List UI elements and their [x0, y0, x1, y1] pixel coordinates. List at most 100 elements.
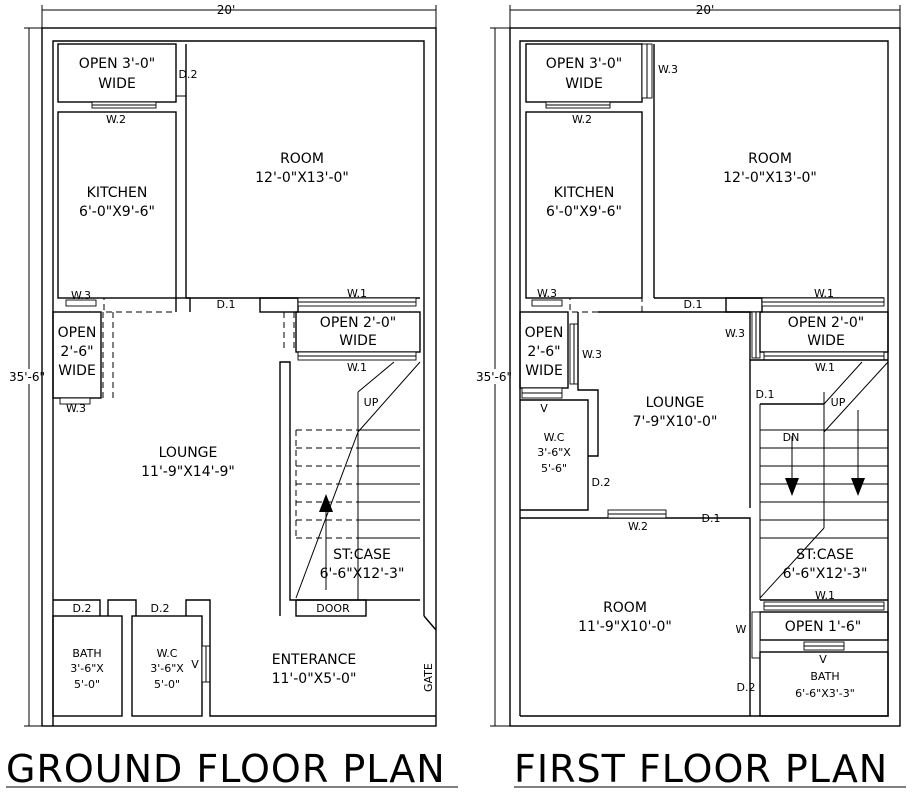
first-open-top-size: WIDE — [565, 76, 603, 92]
first-outer-wall — [509, 27, 901, 727]
first-staircase — [750, 359, 889, 601]
first-tag-d1-stair: D.1 — [756, 388, 775, 401]
first-wc-width: 3'-6"X — [537, 446, 571, 459]
ground-wc-width: 3'-6"X — [150, 662, 184, 675]
first-open-small-label: OPEN 1'-6" — [785, 619, 861, 635]
ground-tag-w1-lower: W.1 — [347, 361, 367, 374]
ground-open-left-label: OPEN — [58, 325, 97, 341]
ground-open-left-width: 2'-6" — [60, 344, 93, 360]
first-open-left-width: 2'-6" — [527, 344, 560, 360]
first-wc-depth: 5'-6" — [541, 462, 567, 475]
ground-staircase — [279, 361, 421, 616]
first-window-w3-left — [531, 299, 563, 307]
ground-open-mid-label: OPEN 2'-0" — [320, 315, 396, 331]
first-tag-d1-room: D.1 — [702, 512, 721, 525]
ground-tag-door: DOOR — [316, 602, 350, 615]
first-kitchen-label: KITCHEN — [554, 185, 615, 201]
first-bath — [759, 651, 889, 717]
first-open-mid-size: WIDE — [807, 333, 845, 349]
ground-open-left-wide: WIDE — [58, 363, 96, 379]
first-tag-w2-kitchen: W.2 — [572, 113, 592, 126]
first-open-top — [525, 43, 643, 103]
ground-bath-width: 3'-6"X — [70, 662, 104, 675]
first-tag-up: UP — [831, 396, 846, 409]
first-tag-d2-wc: D.2 — [592, 476, 611, 489]
first-floor-plan: 20' 35'-6" OPEN 3'-0" WIDE W.3 W.2 KITCH… — [472, 3, 906, 791]
ground-tag-w2: W.2 — [106, 113, 126, 126]
first-stcase-size: 6'-6"X12'-3" — [783, 566, 868, 582]
first-width-dimension: 20' — [696, 3, 715, 17]
ground-dashed-opening — [103, 297, 177, 313]
first-lounge — [598, 311, 751, 508]
ground-room-size: 12'-0"X13'-0" — [255, 170, 349, 186]
first-tag-w1-stair: W.1 — [815, 361, 835, 374]
ground-tag-d1: D.1 — [217, 298, 236, 311]
first-tag-w3-open: W.3 — [582, 348, 602, 361]
first-tag-w2-room: W.2 — [628, 520, 648, 533]
ground-tag-d2-wc: D.2 — [151, 602, 170, 615]
ground-open-top-size: WIDE — [98, 76, 136, 92]
ground-kitchen-size: 6'-0"X9'-6" — [79, 204, 155, 220]
ground-stcase-label: ST:CASE — [333, 547, 391, 563]
first-tag-d1-top: D.1 — [684, 298, 703, 311]
ground-depth-dimension: 35'-6" — [9, 370, 45, 384]
ground-bath-depth: 5'-0" — [74, 678, 100, 691]
ground-entrance — [209, 616, 436, 717]
first-kitchen-size: 6'-0"X9'-6" — [546, 204, 622, 220]
first-depth-dimension: 35'-6" — [476, 370, 512, 384]
first-open-left-wide: WIDE — [525, 363, 563, 379]
first-room-top-label: ROOM — [748, 151, 792, 167]
ground-tag-up: UP — [364, 396, 379, 409]
first-wc — [520, 399, 589, 511]
ground-lounge-size: 11'-9"X14'-9" — [141, 464, 235, 480]
ground-floor-title: GROUND FLOOR PLAN — [6, 747, 446, 791]
ground-tag-gate: GATE — [422, 663, 435, 692]
first-floor-title: FIRST FLOOR PLAN — [514, 747, 888, 791]
first-tag-w3-lounge: W.3 — [725, 327, 745, 340]
ground-window-w3-upper — [65, 299, 97, 307]
first-tag-v-wc: V — [540, 402, 548, 415]
first-room-bottom-label: ROOM — [603, 600, 647, 616]
first-tag-w3-top: W.3 — [658, 63, 678, 76]
first-tag-w3-left: W.3 — [537, 287, 557, 300]
first-room-top-size: 12'-0"X13'-0" — [723, 170, 817, 186]
ground-width-dimension: 20' — [217, 3, 236, 17]
ground-floor-plan: 20' 35'-6" OPEN 3'-0" WIDE D.2 W.2 KITCH… — [6, 3, 458, 791]
first-bath-label: BATH — [810, 670, 839, 683]
first-window-w-side — [751, 611, 761, 659]
first-room-bottom — [520, 517, 751, 716]
ground-entrance-label: ENTERANCE — [272, 652, 357, 668]
first-open-mid-label: OPEN 2'-0" — [788, 315, 864, 331]
first-wc-label: W.C — [544, 431, 565, 444]
first-tag-d2-bath: D.2 — [737, 681, 756, 694]
first-stcase-label: ST:CASE — [796, 547, 854, 563]
ground-outer-wall — [41, 27, 437, 727]
first-tag-w1-top: W.1 — [814, 287, 834, 300]
ground-tag-w1-upper: W.1 — [347, 287, 367, 300]
first-tag-v-bath: V — [819, 653, 827, 666]
ground-tag-v: V — [191, 658, 199, 671]
ground-entrance-size: 11'-0"X5'-0" — [272, 671, 357, 687]
ground-kitchen-label: KITCHEN — [87, 185, 148, 201]
first-bath-size: 6'-6"X3'-3" — [795, 687, 855, 700]
ground-door — [295, 599, 367, 617]
ground-wc-depth: 5'-0" — [154, 678, 180, 691]
first-tag-dn: DN — [783, 431, 800, 444]
first-tag-w-side: W — [736, 623, 747, 636]
first-tag-w1-open: W.1 — [815, 589, 835, 602]
ground-lounge-label: LOUNGE — [159, 445, 218, 461]
ground-bath — [52, 615, 123, 717]
first-door-d1-top — [725, 297, 763, 313]
ground-tag-d2-bath: D.2 — [73, 602, 92, 615]
ground-stcase-size: 6'-6"X12'-3" — [320, 566, 405, 582]
ground-tag-w3-lower: W.3 — [66, 402, 86, 415]
ground-door-d1 — [259, 297, 299, 313]
ground-tag-d2-top: D.2 — [179, 68, 198, 81]
ground-open-mid-size: WIDE — [339, 333, 377, 349]
ground-open-top — [57, 43, 177, 103]
ground-window-w3-lower — [59, 397, 91, 405]
ground-room-label: ROOM — [280, 151, 324, 167]
first-open-top-label: OPEN 3'-0" — [546, 56, 622, 72]
first-lounge-size: 7'-9"X10'-0" — [633, 414, 718, 430]
